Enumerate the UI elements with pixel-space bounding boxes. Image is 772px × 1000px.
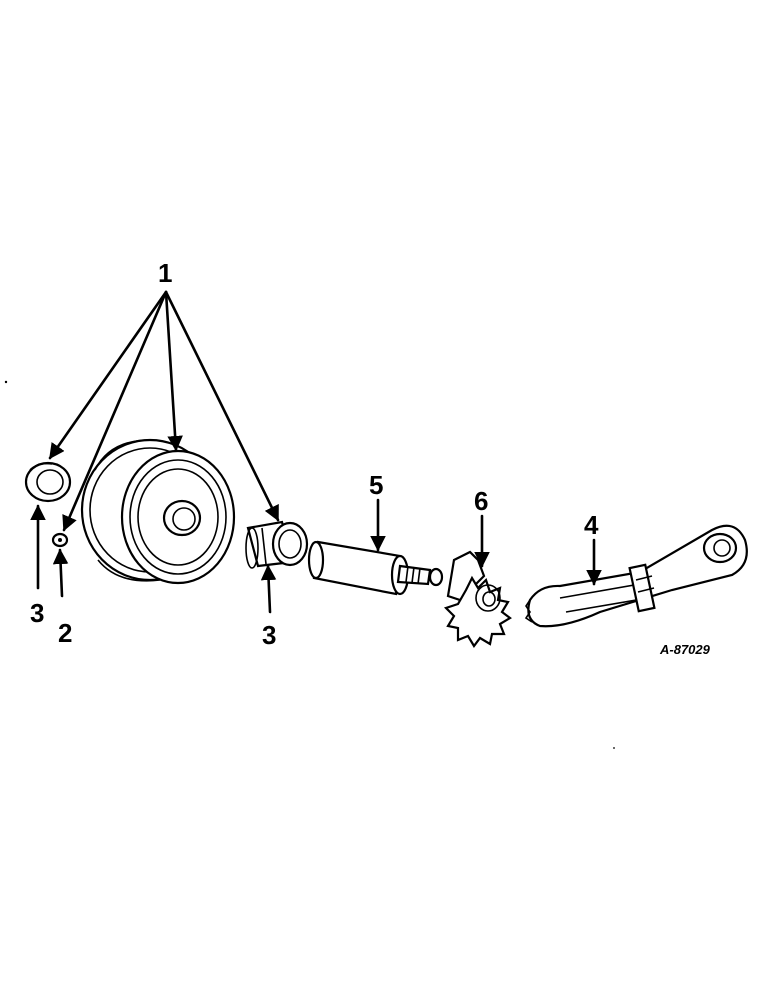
pulley	[80, 438, 236, 585]
bushing-left	[24, 461, 72, 503]
bushing-right	[245, 520, 309, 569]
callout-1: 1	[158, 258, 172, 288]
grease-fitting	[51, 532, 69, 548]
leader-lines	[30, 290, 602, 614]
callout-5: 5	[369, 470, 383, 500]
reference-code: A-87029	[659, 642, 711, 657]
sprocket	[443, 550, 512, 648]
shaft	[307, 540, 444, 596]
callout-3-right: 3	[262, 620, 276, 650]
callout-3-left: 3	[30, 598, 44, 628]
callout-4: 4	[584, 510, 599, 540]
callout-2: 2	[58, 618, 72, 648]
idler-arm	[524, 524, 748, 628]
callout-6: 6	[474, 486, 488, 516]
